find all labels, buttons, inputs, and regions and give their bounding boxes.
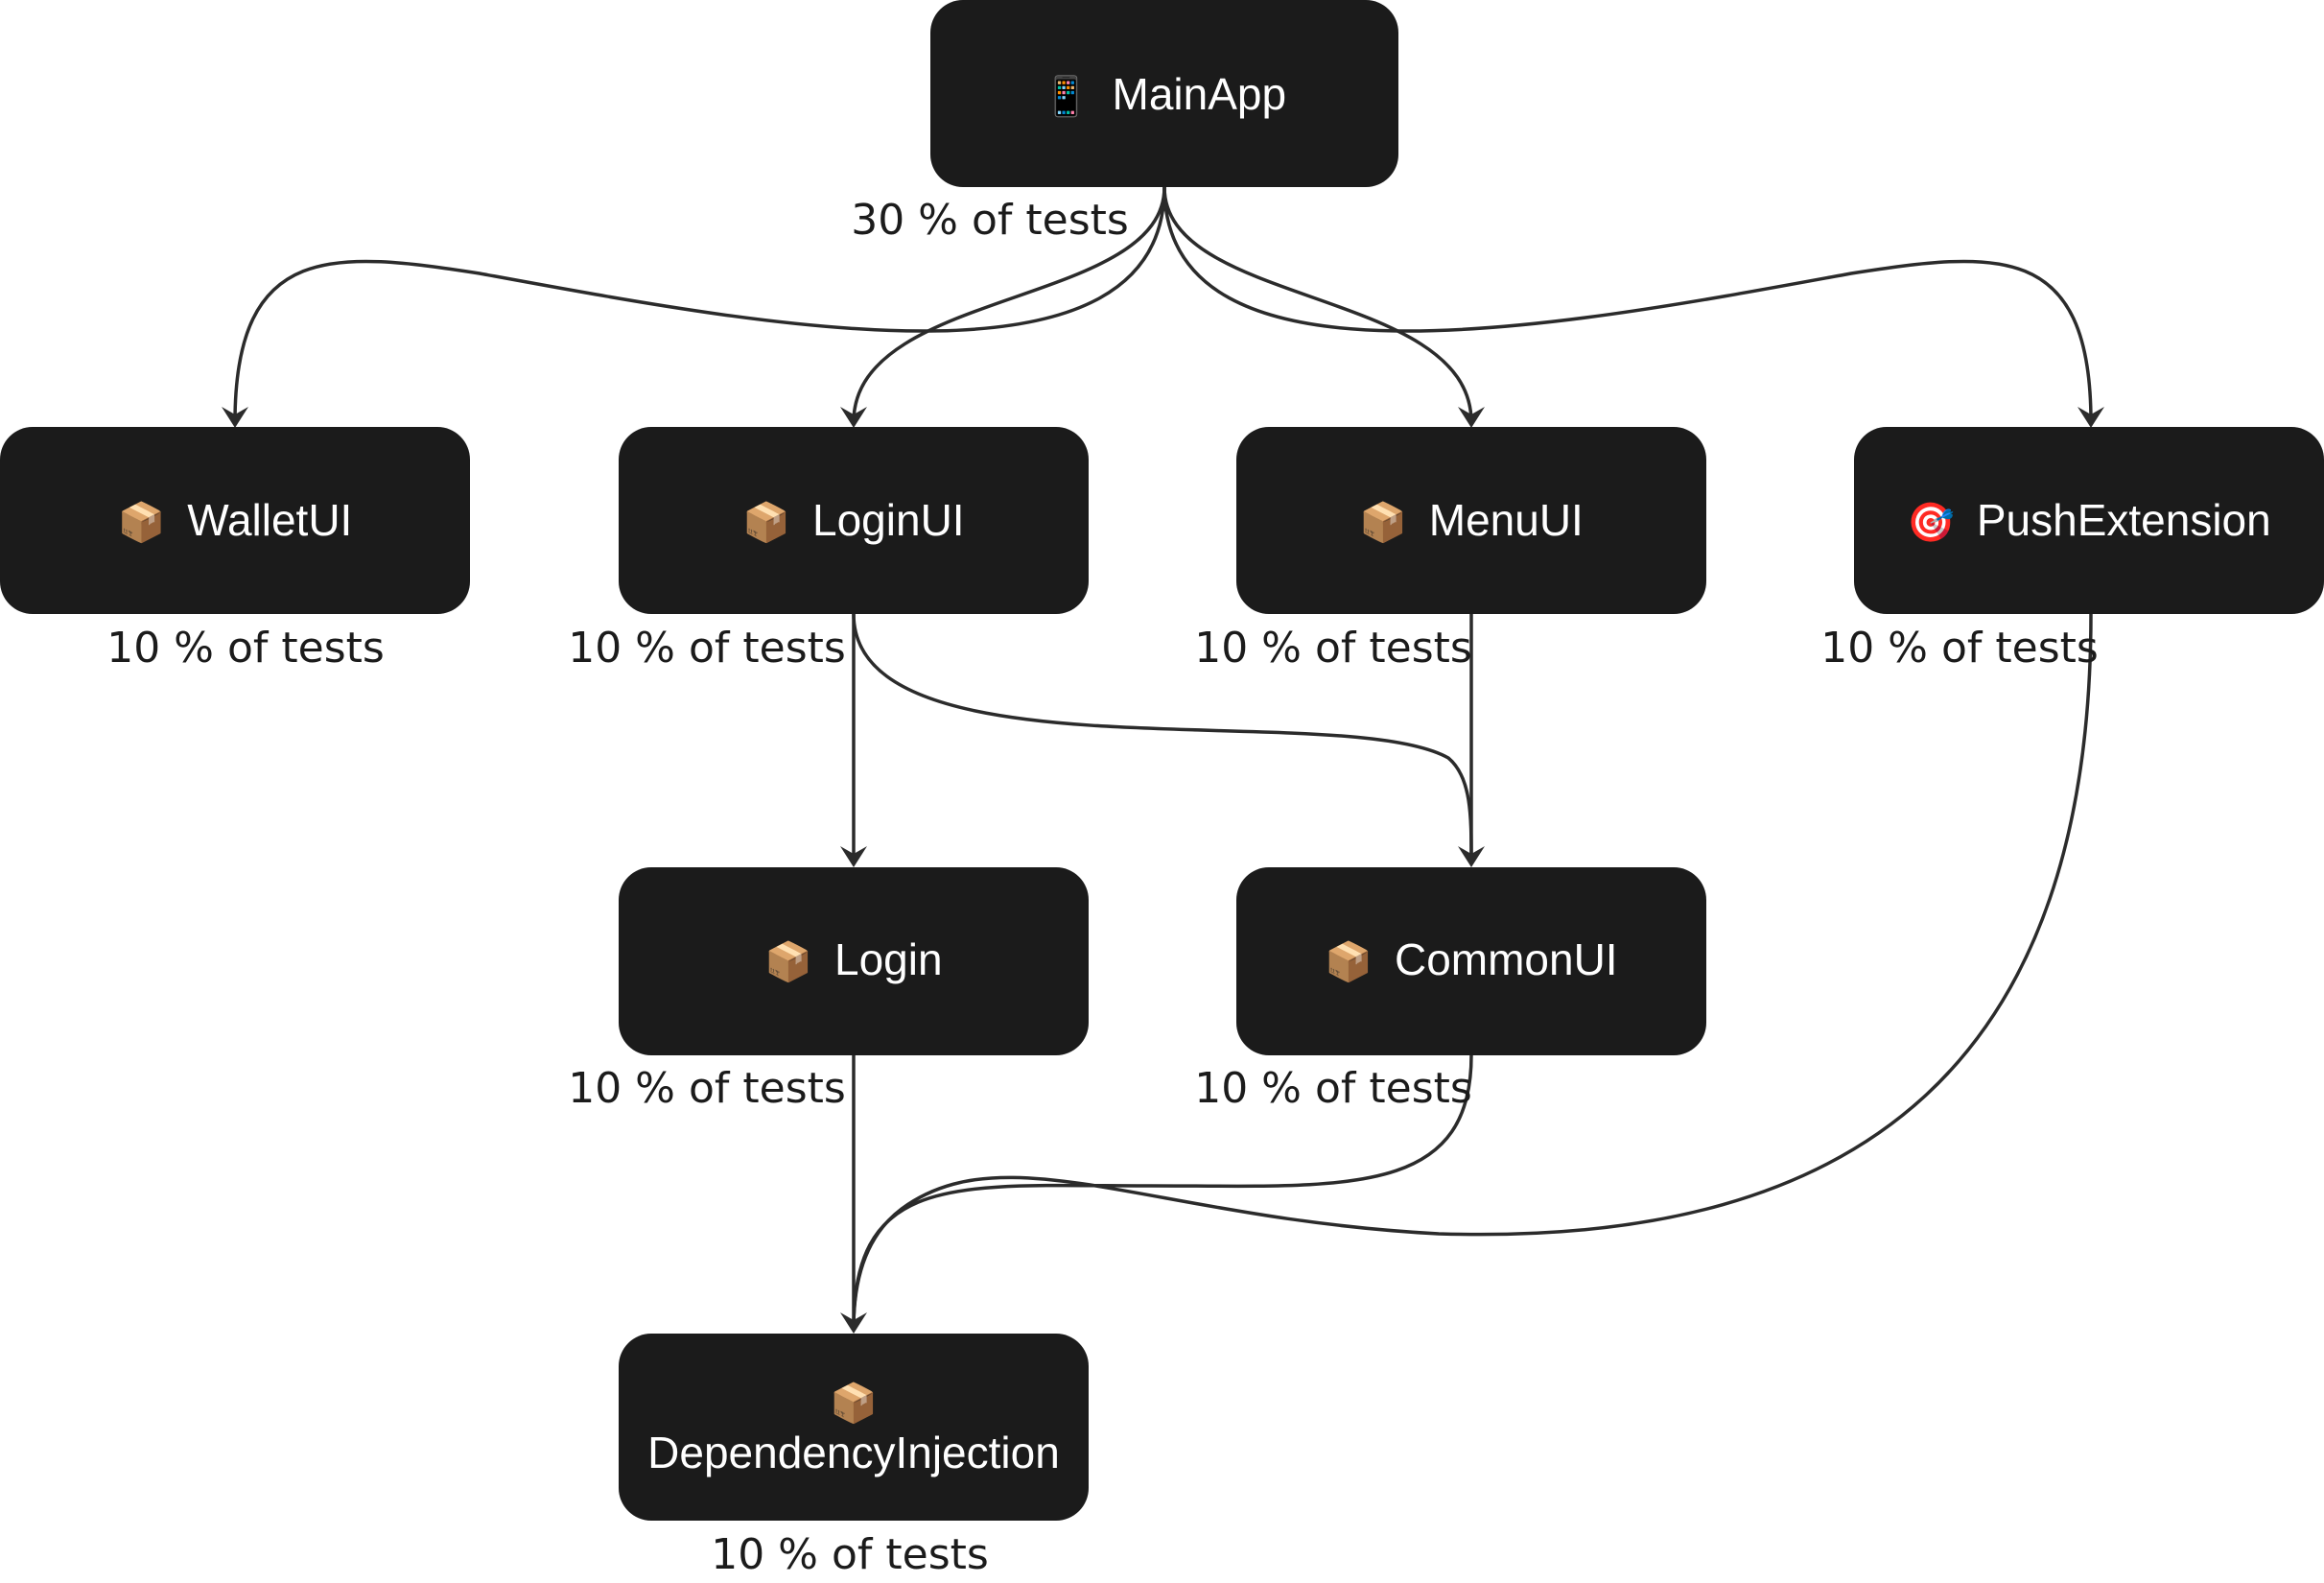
node-dependencyinjection[interactable]: 📦 DependencyInjection (619, 1334, 1089, 1521)
coverage-dependencyinjection: 10 % of tests (711, 1530, 989, 1579)
node-commonui[interactable]: 📦 CommonUI (1236, 867, 1706, 1055)
svg-text:📦 CommonUI: 📦 CommonUI (1325, 934, 1617, 984)
package-icon: 📦 (742, 500, 790, 544)
arrowhead-loginui (840, 407, 867, 428)
coverage-commonui: 10 % of tests (1194, 1064, 1472, 1113)
node-walletui[interactable]: 📦 WalletUI (0, 427, 470, 614)
node-label-mainapp: MainApp (1113, 69, 1287, 119)
node-label-pushextension: PushExtension (1977, 495, 2271, 545)
node-menuui[interactable]: 📦 MenuUI (1236, 427, 1706, 614)
svg-text:📦 WalletUI: 📦 WalletUI (118, 495, 353, 545)
edge-mainapp-loginui (852, 186, 1166, 423)
edge-mainapp-menuui (1162, 186, 1473, 423)
arrowhead-pushextension (2078, 407, 2104, 428)
edge-loginui-commonui (852, 613, 1473, 862)
node-label-login: Login (834, 934, 943, 984)
edge-mainapp-walletui (233, 186, 1166, 423)
coverage-pushextension: 10 % of tests (1820, 624, 2099, 673)
coverage-menuui: 10 % of tests (1194, 624, 1472, 673)
coverage-loginui: 10 % of tests (568, 624, 846, 673)
arrowheads (222, 407, 2104, 1334)
coverage-login: 10 % of tests (568, 1064, 846, 1113)
svg-text:🎯 PushExtension: 🎯 PushExtension (1907, 495, 2270, 545)
edge-mainapp-pushextension (1162, 186, 2093, 423)
arrowhead-commonui (1458, 846, 1485, 867)
edges (233, 186, 2093, 1329)
svg-text:📱 MainApp: 📱 MainApp (1043, 69, 1286, 119)
package-icon: 📦 (764, 939, 812, 983)
arrowhead-login (840, 846, 867, 867)
arrowhead-walletui (222, 407, 248, 428)
svg-text:📦 MenuUI: 📦 MenuUI (1359, 495, 1584, 545)
package-icon: 📦 (1359, 500, 1407, 544)
svg-text:📦 LoginUI: 📦 LoginUI (742, 495, 964, 545)
mobile-phone-icon: 📱 (1043, 74, 1091, 118)
arrowhead-dependencyinjection (840, 1312, 867, 1334)
arrowhead-menuui (1458, 407, 1485, 428)
coverage-walletui: 10 % of tests (106, 624, 385, 673)
target-icon: 🎯 (1907, 502, 1955, 544)
package-icon: 📦 (830, 1381, 878, 1425)
edge-pushextension-dependencyinjection (852, 613, 2093, 1329)
node-label-commonui: CommonUI (1395, 934, 1618, 984)
node-login[interactable]: 📦 Login (619, 867, 1089, 1055)
package-icon: 📦 (1325, 939, 1373, 983)
node-label-walletui: WalletUI (187, 495, 352, 545)
node-pushextension[interactable]: 🎯 PushExtension (1854, 427, 2324, 614)
coverage-mainapp: 30 % of tests (851, 196, 1129, 245)
svg-text:📦 Login: 📦 Login (764, 934, 942, 984)
node-mainapp[interactable]: 📱 MainApp (930, 0, 1398, 187)
node-label-loginui: LoginUI (812, 495, 965, 545)
package-icon: 📦 (118, 500, 166, 544)
node-label-menuui: MenuUI (1429, 495, 1584, 545)
node-loginui[interactable]: 📦 LoginUI (619, 427, 1089, 614)
node-label-dependencyinjection: DependencyInjection (647, 1428, 1060, 1477)
